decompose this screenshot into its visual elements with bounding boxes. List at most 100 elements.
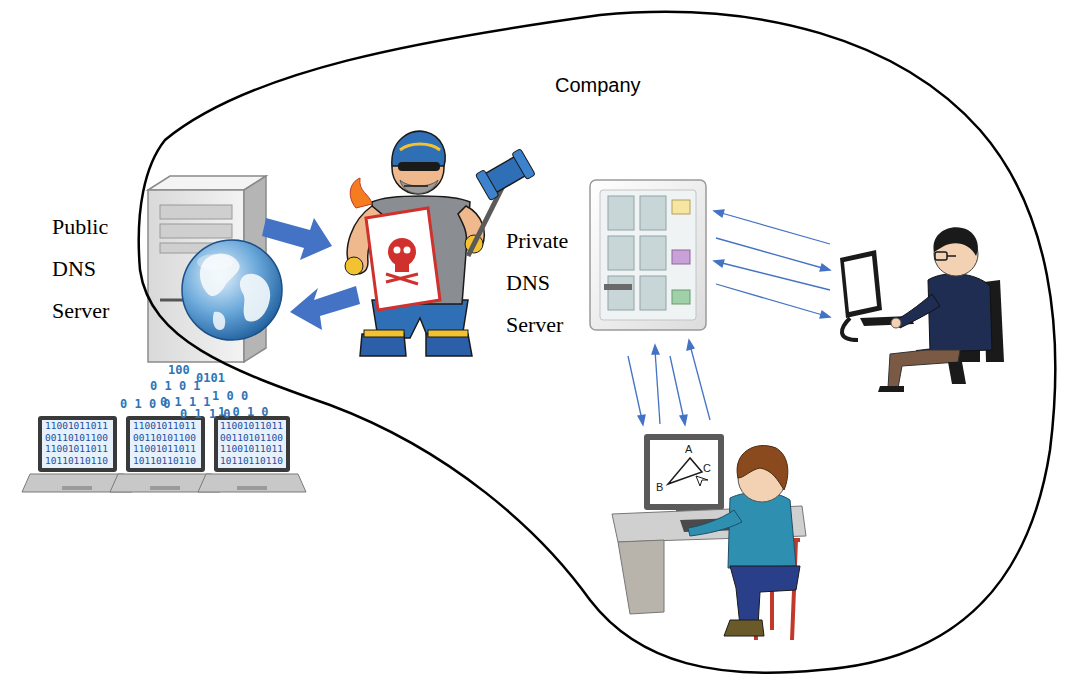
- attacker-figure: [404, 185, 428, 187]
- laptop-icon: [198, 474, 306, 492]
- user-figure: [928, 274, 992, 352]
- server-cabinet: [590, 180, 706, 330]
- user-figure: [688, 510, 742, 536]
- attacker-figure: [388, 238, 416, 266]
- user-figure: [696, 476, 708, 486]
- block-arrow: [262, 218, 332, 260]
- attacker-figure: [475, 170, 499, 201]
- attacker-figure: [345, 257, 363, 275]
- laptop-icon: [237, 486, 267, 490]
- laptop-icon: [214, 416, 290, 472]
- attacker-figure: [394, 247, 401, 254]
- laptop-icon: [42, 420, 113, 468]
- binary-stream: 0 1 0 1: [150, 380, 201, 393]
- binary-text: 11001011011: [45, 421, 108, 432]
- server-cabinet: [672, 290, 690, 304]
- globe-icon: [182, 240, 282, 340]
- attacker-figure: [366, 208, 440, 310]
- request-arrow: [690, 345, 710, 420]
- user-figure: [737, 446, 788, 490]
- binary-stream: 1 0 1 0: [218, 406, 269, 419]
- user-figure: [618, 540, 664, 614]
- laptop-icon: [218, 420, 286, 468]
- attacker-figure: [364, 330, 404, 337]
- user-figure: [840, 250, 882, 318]
- server-tower: [160, 205, 232, 219]
- block-arrow: [262, 218, 360, 330]
- group-title: Company: [555, 73, 695, 97]
- request-arrow: [680, 415, 687, 425]
- attacker-figure: [400, 144, 440, 150]
- user-figure: [724, 620, 764, 636]
- request-arrow: [718, 262, 830, 290]
- vertex-letter: C: [703, 462, 711, 474]
- user-figure: [650, 440, 718, 504]
- server-cabinet: [640, 276, 666, 310]
- globe-icon: [197, 254, 233, 270]
- server-label: Private DNS Server: [506, 220, 592, 346]
- request-arrow: [820, 311, 830, 318]
- binary-text: 10110110110: [45, 456, 108, 467]
- request-arrow: [638, 415, 645, 425]
- binary-text: 10110110110: [220, 456, 283, 467]
- request-arrow: [820, 264, 830, 271]
- attacker-figure: [395, 262, 409, 272]
- binary-text: 10110110110: [133, 456, 196, 467]
- server-tower: [160, 224, 232, 238]
- server-cabinet: [608, 196, 634, 230]
- user-figure: [948, 362, 966, 384]
- server-cabinet: [608, 276, 634, 310]
- server-label: Public DNS Server: [52, 206, 132, 332]
- attacker-figure: [512, 149, 536, 180]
- attacker-figure: [350, 178, 372, 208]
- server-cabinet: [608, 236, 634, 270]
- request-arrow: [655, 350, 660, 424]
- binary-stream: 100: [168, 364, 190, 377]
- region-outline: [139, 12, 1056, 673]
- user-figure: [644, 434, 724, 510]
- binary-text: 11001011011: [133, 444, 196, 455]
- globe-icon: [182, 240, 282, 340]
- attacker-figure: [400, 180, 438, 194]
- server-cabinet: [600, 190, 696, 320]
- server-node: Public DNS Server: [52, 206, 144, 338]
- request-arrow: [718, 212, 830, 244]
- server-cabinet: [590, 180, 706, 330]
- user-figure: [947, 255, 956, 257]
- laptop-icon: [126, 416, 205, 472]
- server-cabinet: [640, 236, 666, 270]
- user-figure: [842, 318, 858, 340]
- binary-text: 00110101100: [133, 433, 196, 444]
- server-cabinet: [672, 250, 690, 264]
- binary-stream: 1 0 0: [212, 390, 248, 403]
- attacker-figure: [428, 330, 468, 337]
- request-arrow: [716, 238, 826, 269]
- server-cabinet: [604, 284, 632, 290]
- globe-icon: [240, 274, 270, 322]
- laptop-icon: [130, 420, 201, 468]
- binary-text: 11001011011: [45, 444, 108, 455]
- request-arrow: [714, 260, 724, 267]
- user-figure: [844, 256, 877, 312]
- request-arrow: [714, 210, 724, 217]
- request-arrow: [716, 284, 826, 316]
- laptop-icon: [62, 486, 92, 490]
- laptop-icon: [150, 486, 180, 490]
- server-cabinet: [672, 200, 690, 214]
- user-figure: [840, 227, 1004, 392]
- binary-text: 11001011011: [220, 421, 283, 432]
- server-node: Private DNS Server: [506, 220, 598, 352]
- user-figure: [612, 434, 806, 640]
- user-figure: [935, 252, 947, 260]
- request-arrow: [670, 356, 684, 420]
- attacker-figure: [398, 162, 440, 171]
- request-arrow: [628, 210, 830, 425]
- binary-text: 11001011011: [133, 421, 196, 432]
- attacker-figure: [386, 274, 418, 284]
- user-figure: [728, 492, 796, 568]
- server-cabinet: [640, 196, 666, 230]
- binary-text: 00110101100: [45, 433, 108, 444]
- vertex-letter: B: [656, 481, 663, 493]
